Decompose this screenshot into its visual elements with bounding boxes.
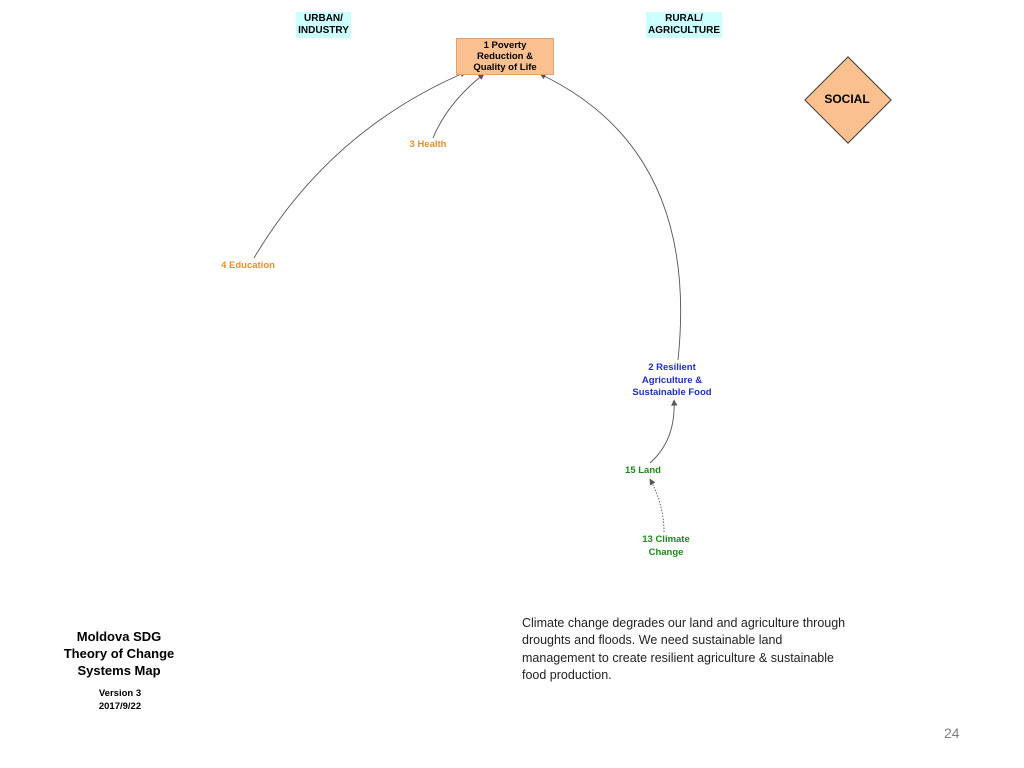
poverty-line-3: Quality of Life bbox=[473, 62, 537, 73]
social-label: SOCIAL bbox=[824, 92, 870, 106]
link-education-to-poverty bbox=[253, 71, 467, 259]
industry-tag-line: INDUSTRY bbox=[298, 25, 349, 36]
climate-line-2: Change bbox=[648, 546, 684, 558]
agriculture-line-3: Sustainable Food bbox=[632, 387, 712, 398]
node-resilient-agriculture[interactable]: 2 Resilient Agriculture & Sustainable Fo… bbox=[617, 362, 727, 400]
map-title-line-1: Moldova SDG bbox=[76, 629, 162, 644]
version-number: Version 3 bbox=[98, 688, 142, 699]
agriculture-line-1: 2 Resilient bbox=[648, 362, 696, 373]
urban-tag-line: URBAN/ bbox=[304, 13, 343, 24]
map-title: Moldova SDG Theory of Change Systems Map bbox=[40, 628, 198, 679]
urban-industry-tag: URBAN/ INDUSTRY bbox=[296, 12, 351, 38]
version-date: 2017/9/22 bbox=[98, 701, 142, 712]
map-title-line-3: Systems Map bbox=[77, 663, 161, 678]
node-climate-change[interactable]: 13 Climate Change bbox=[628, 534, 704, 559]
node-land[interactable]: 15 Land bbox=[625, 465, 661, 476]
node-poverty-reduction[interactable]: 1 Poverty Reduction & Quality of Life bbox=[456, 38, 554, 75]
climate-line-1: 13 Climate bbox=[642, 534, 690, 545]
rural-agriculture-tag: RURAL/ AGRICULTURE bbox=[646, 12, 722, 38]
link-agriculture-to-poverty bbox=[539, 73, 682, 361]
page-number: 24 bbox=[944, 725, 960, 741]
agriculture-line-2: Agriculture & bbox=[641, 374, 703, 386]
social-domain-marker: SOCIAL bbox=[804, 56, 892, 144]
description-text: Climate change degrades our land and agr… bbox=[522, 616, 846, 682]
rural-tag-line: RURAL/ bbox=[665, 13, 703, 24]
poverty-line-1: 1 Poverty bbox=[483, 40, 527, 51]
node-education[interactable]: 4 Education bbox=[221, 260, 275, 271]
poverty-line-2: Reduction & bbox=[477, 51, 533, 62]
node-health[interactable]: 3 Health bbox=[409, 139, 447, 150]
link-land-to-agriculture bbox=[649, 399, 678, 464]
map-title-line-2: Theory of Change bbox=[63, 646, 175, 661]
link-health-to-poverty bbox=[432, 73, 485, 139]
link-climate-to-land bbox=[649, 478, 665, 533]
version-info: Version 3 2017/9/22 bbox=[70, 687, 170, 713]
agriculture-tag-line: AGRICULTURE bbox=[647, 25, 721, 36]
